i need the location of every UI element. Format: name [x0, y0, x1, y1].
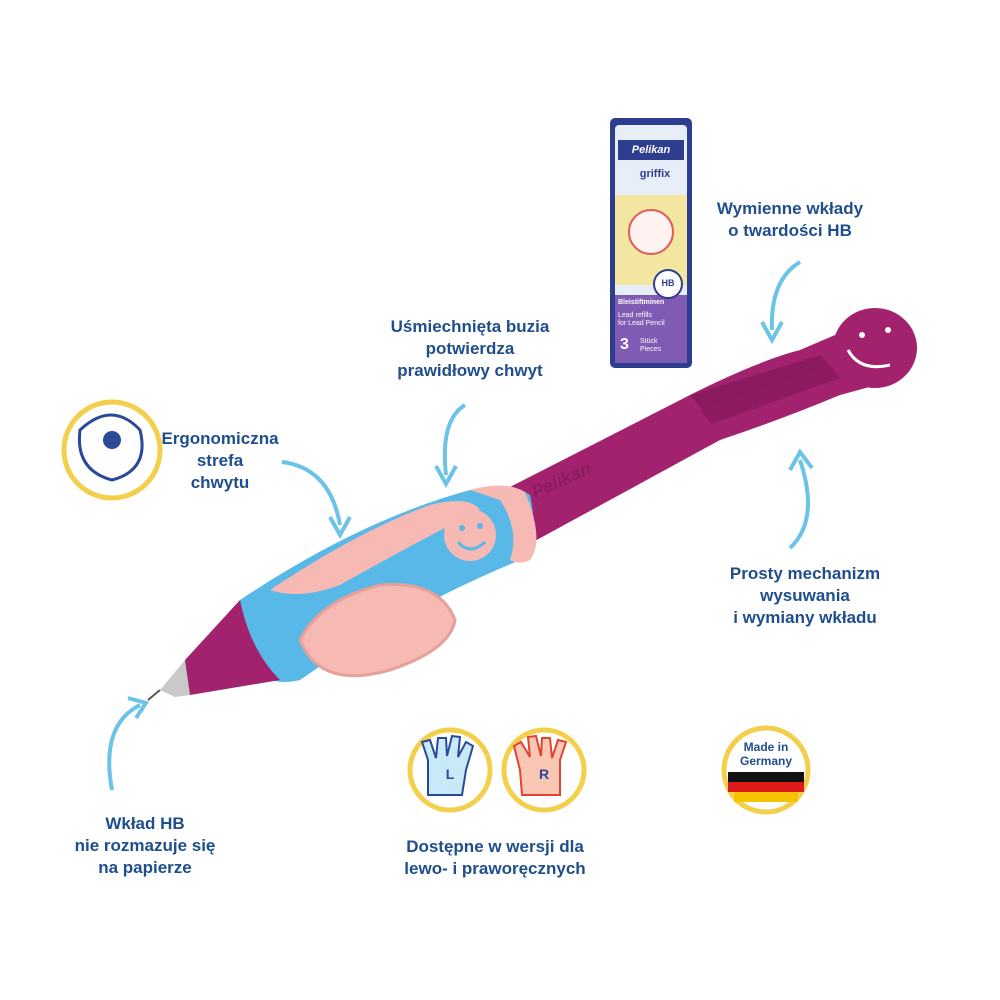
arrow-mechanism — [788, 448, 814, 550]
refill-box-brand: Pelikan — [631, 144, 671, 156]
arrow-lead — [107, 696, 150, 791]
left-hand-icon — [407, 727, 493, 813]
head-smile — [846, 349, 891, 369]
label-smile: Uśmiechnięta buzia potwierdza prawidłowy… — [390, 317, 550, 380]
arrow-refills — [760, 260, 802, 345]
grip-smiley-face — [444, 509, 496, 561]
arrow-grip — [281, 460, 352, 540]
arrow-smile — [434, 403, 467, 489]
label-grip: Ergonomiczna strefa chwytu — [161, 429, 279, 492]
grip-icon — [61, 399, 163, 501]
right-hand-letter: R — [538, 766, 550, 782]
refill-box-line2: Lead refills for Lead Pencil — [618, 312, 665, 327]
pencil — [147, 308, 917, 701]
made-in-germany-text: Made in Germany — [739, 740, 793, 768]
refill-box-line1: Bleistiftminen — [618, 299, 665, 306]
left-hand-letter: L — [445, 766, 455, 782]
refill-box-count: 3 — [620, 336, 629, 353]
label-mechanism: Prosty mechanizm wysuwania i wymiany wkł… — [729, 564, 881, 627]
refill-box-product: griffix — [639, 168, 671, 180]
made-in-germany-badge — [721, 725, 811, 815]
refill-box-count-label: Stück Pieces — [640, 338, 662, 353]
refill-box — [610, 118, 692, 368]
label-lead: Wkład HB nie rozmazuje się na papierze — [74, 814, 216, 877]
label-hands: Dostępne w wersji dla lewo- i praworęczn… — [404, 837, 586, 878]
refill-box-grade: HB — [661, 278, 675, 288]
right-hand-icon — [501, 727, 587, 813]
label-refills: Wymienne wkłady o twardości HB — [716, 199, 864, 240]
